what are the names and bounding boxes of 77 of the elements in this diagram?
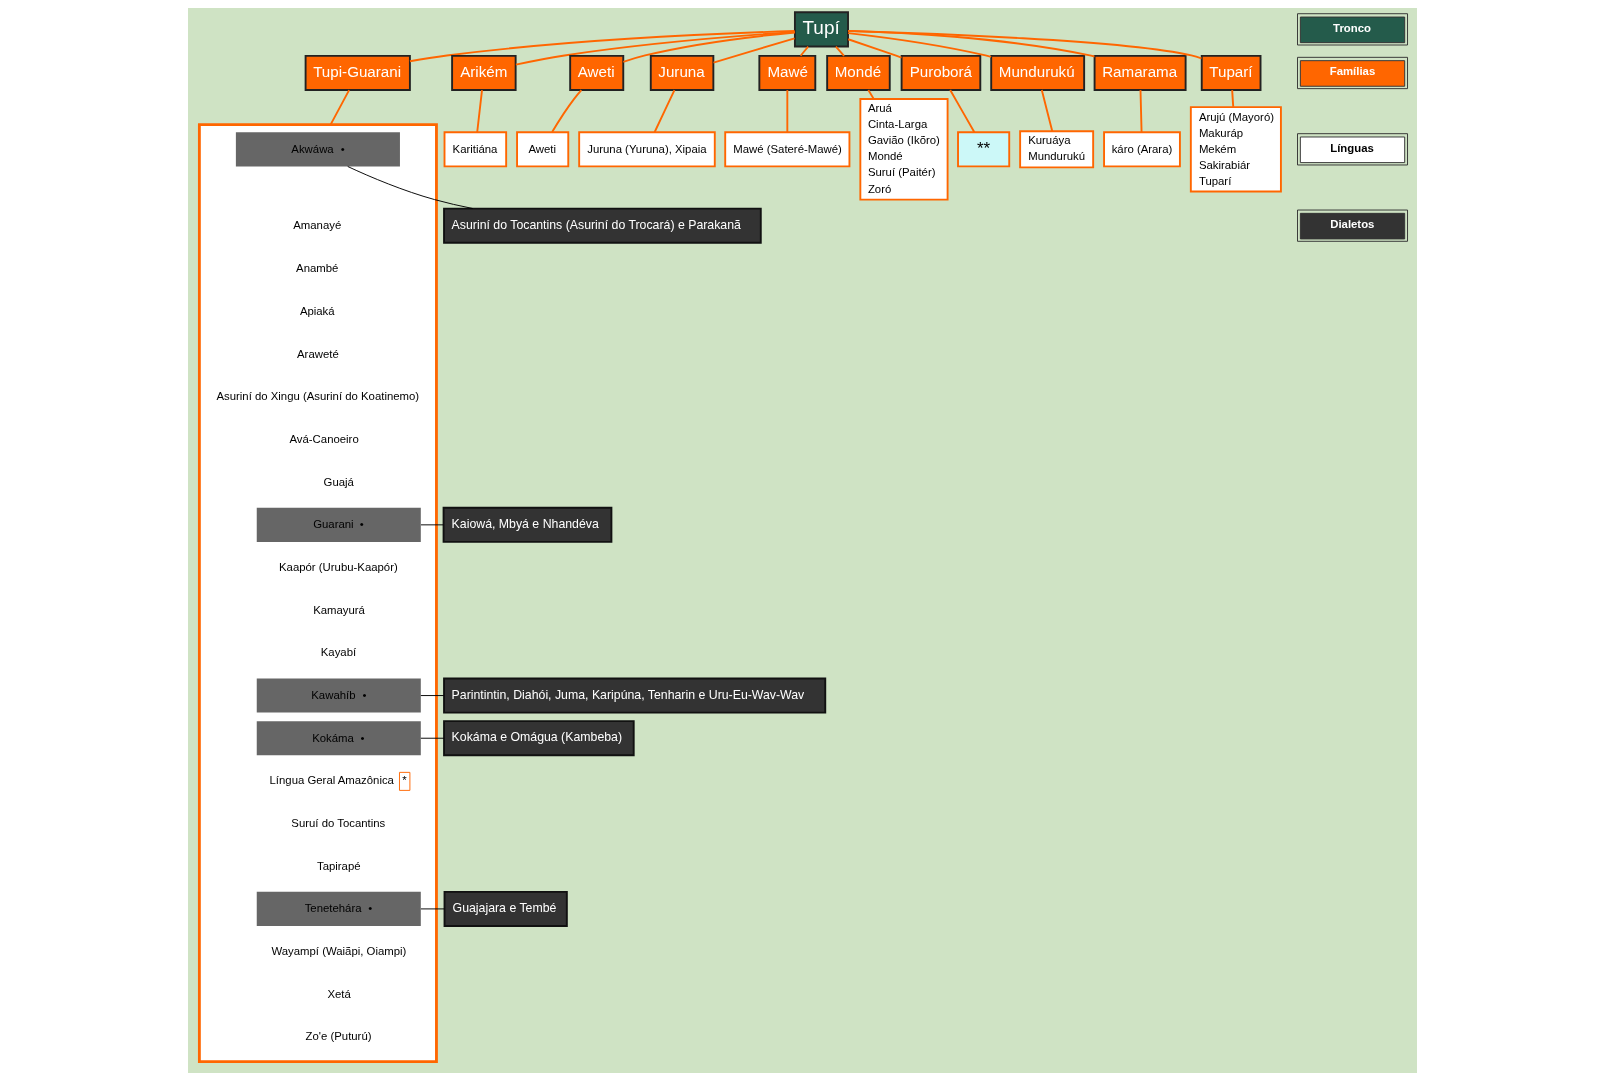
node-text: Amanayé	[292, 219, 341, 232]
node-text: Kamayurá	[312, 603, 365, 616]
node-text: Xetá	[326, 987, 351, 1000]
connector	[346, 166, 473, 210]
node-box: Asuriní do Tocantins (Asuriní do Trocará) e Parakanã	[442, 207, 762, 244]
node-box: Guarani •	[256, 507, 421, 542]
node-box: Mundurukú	[989, 54, 1085, 91]
connector	[834, 45, 845, 57]
connector	[653, 89, 675, 134]
node-text: Avá-Canoeiro	[288, 432, 359, 445]
connector	[329, 89, 350, 126]
legend-label: Dialetos	[1329, 218, 1374, 231]
connector	[419, 695, 444, 697]
node-box: Juruna (Yuruna), Xipaia	[577, 131, 716, 168]
node-box: Akwáwa •	[235, 132, 400, 167]
connector	[712, 37, 796, 64]
node-text: Araweté	[296, 347, 339, 360]
node-box: Tuparí	[1200, 54, 1261, 91]
node-box: Tupi-Guarani	[304, 54, 411, 91]
node-box: *	[398, 771, 410, 791]
node-box: Mawé	[757, 54, 816, 91]
node-text: Anambé	[295, 262, 338, 275]
connector	[550, 89, 582, 133]
node-box: Arikém	[450, 54, 517, 91]
legend-label: Tronco	[1332, 21, 1371, 34]
node-box: Arujú (Mayoró) Makuráp Mekém Sakirabiár Tuparí	[1189, 106, 1282, 193]
node-box: Mawé (Sateré-Mawé)	[723, 131, 850, 168]
node-text: Zo'e (Puturú)	[305, 1030, 372, 1043]
connector	[475, 89, 483, 134]
node-box: Tupí	[793, 11, 849, 48]
connector	[1230, 89, 1234, 108]
node-box: káro (Arara)	[1102, 131, 1181, 168]
connector	[514, 31, 796, 66]
node-text: Suruí do Tocantins	[290, 816, 385, 829]
node-box: Kokáma •	[256, 721, 421, 756]
connector	[419, 908, 445, 910]
connector	[846, 38, 902, 59]
connector	[866, 89, 875, 100]
node-text: Asuriní do Xingu (Asuriní do Koatinemo)	[215, 390, 419, 403]
node-box: Kawahíb •	[256, 678, 421, 713]
node-box: Kokáma e Omágua (Kambeba)	[442, 720, 635, 757]
node-box: Karitiána	[443, 131, 507, 168]
node-box: Mondé	[825, 54, 891, 91]
connector	[408, 30, 795, 63]
node-box: Puroborá	[900, 54, 981, 91]
node-text: Guajá	[323, 475, 354, 488]
legend-label: Línguas	[1329, 141, 1374, 154]
node-text: Wayampí (Waiãpi, Oiampi)	[270, 945, 406, 957]
connector	[948, 89, 975, 134]
node-box: Aruá Cinta-Larga Gavião (Ikõro) Mondé Suruí (Paitér) Zoró	[858, 98, 949, 201]
connector	[846, 30, 1202, 60]
node-box: Kaiowá, Mbyá e Nhandéva	[442, 506, 612, 543]
node-text: Apiaká	[299, 304, 335, 317]
node-box: **	[956, 131, 1010, 168]
connector	[799, 45, 809, 57]
node-box: Aweti	[568, 54, 624, 91]
node-box: Guajajara e Tembé	[443, 890, 568, 927]
node-box: Tenetehára •	[256, 891, 421, 926]
connector	[846, 29, 1095, 58]
node-text: Kayabí	[320, 646, 356, 659]
node-label: Língua Geral Amazônica	[269, 774, 394, 787]
connector	[621, 31, 796, 63]
node-box: Juruna	[649, 54, 714, 91]
legend-label: Famílias	[1329, 65, 1375, 78]
node-text: Tapirapé	[316, 859, 361, 872]
node-box: Parintintin, Diahói, Juma, Karipúna, Tenharin e Uru-Eu-Wav-Wav	[442, 677, 826, 714]
connector	[846, 32, 992, 58]
connector	[785, 89, 788, 134]
node-box: Aweti	[515, 131, 569, 168]
connector	[1040, 89, 1053, 133]
node-text: Kaapór (Urubu-Kaapór)	[278, 560, 398, 573]
cluster	[197, 123, 438, 1063]
connector	[419, 737, 444, 739]
node-box: Ramarama	[1093, 54, 1187, 91]
connector	[420, 524, 444, 526]
connector	[1139, 89, 1143, 134]
node-box: Kuruáya Mundurukú	[1018, 130, 1094, 169]
